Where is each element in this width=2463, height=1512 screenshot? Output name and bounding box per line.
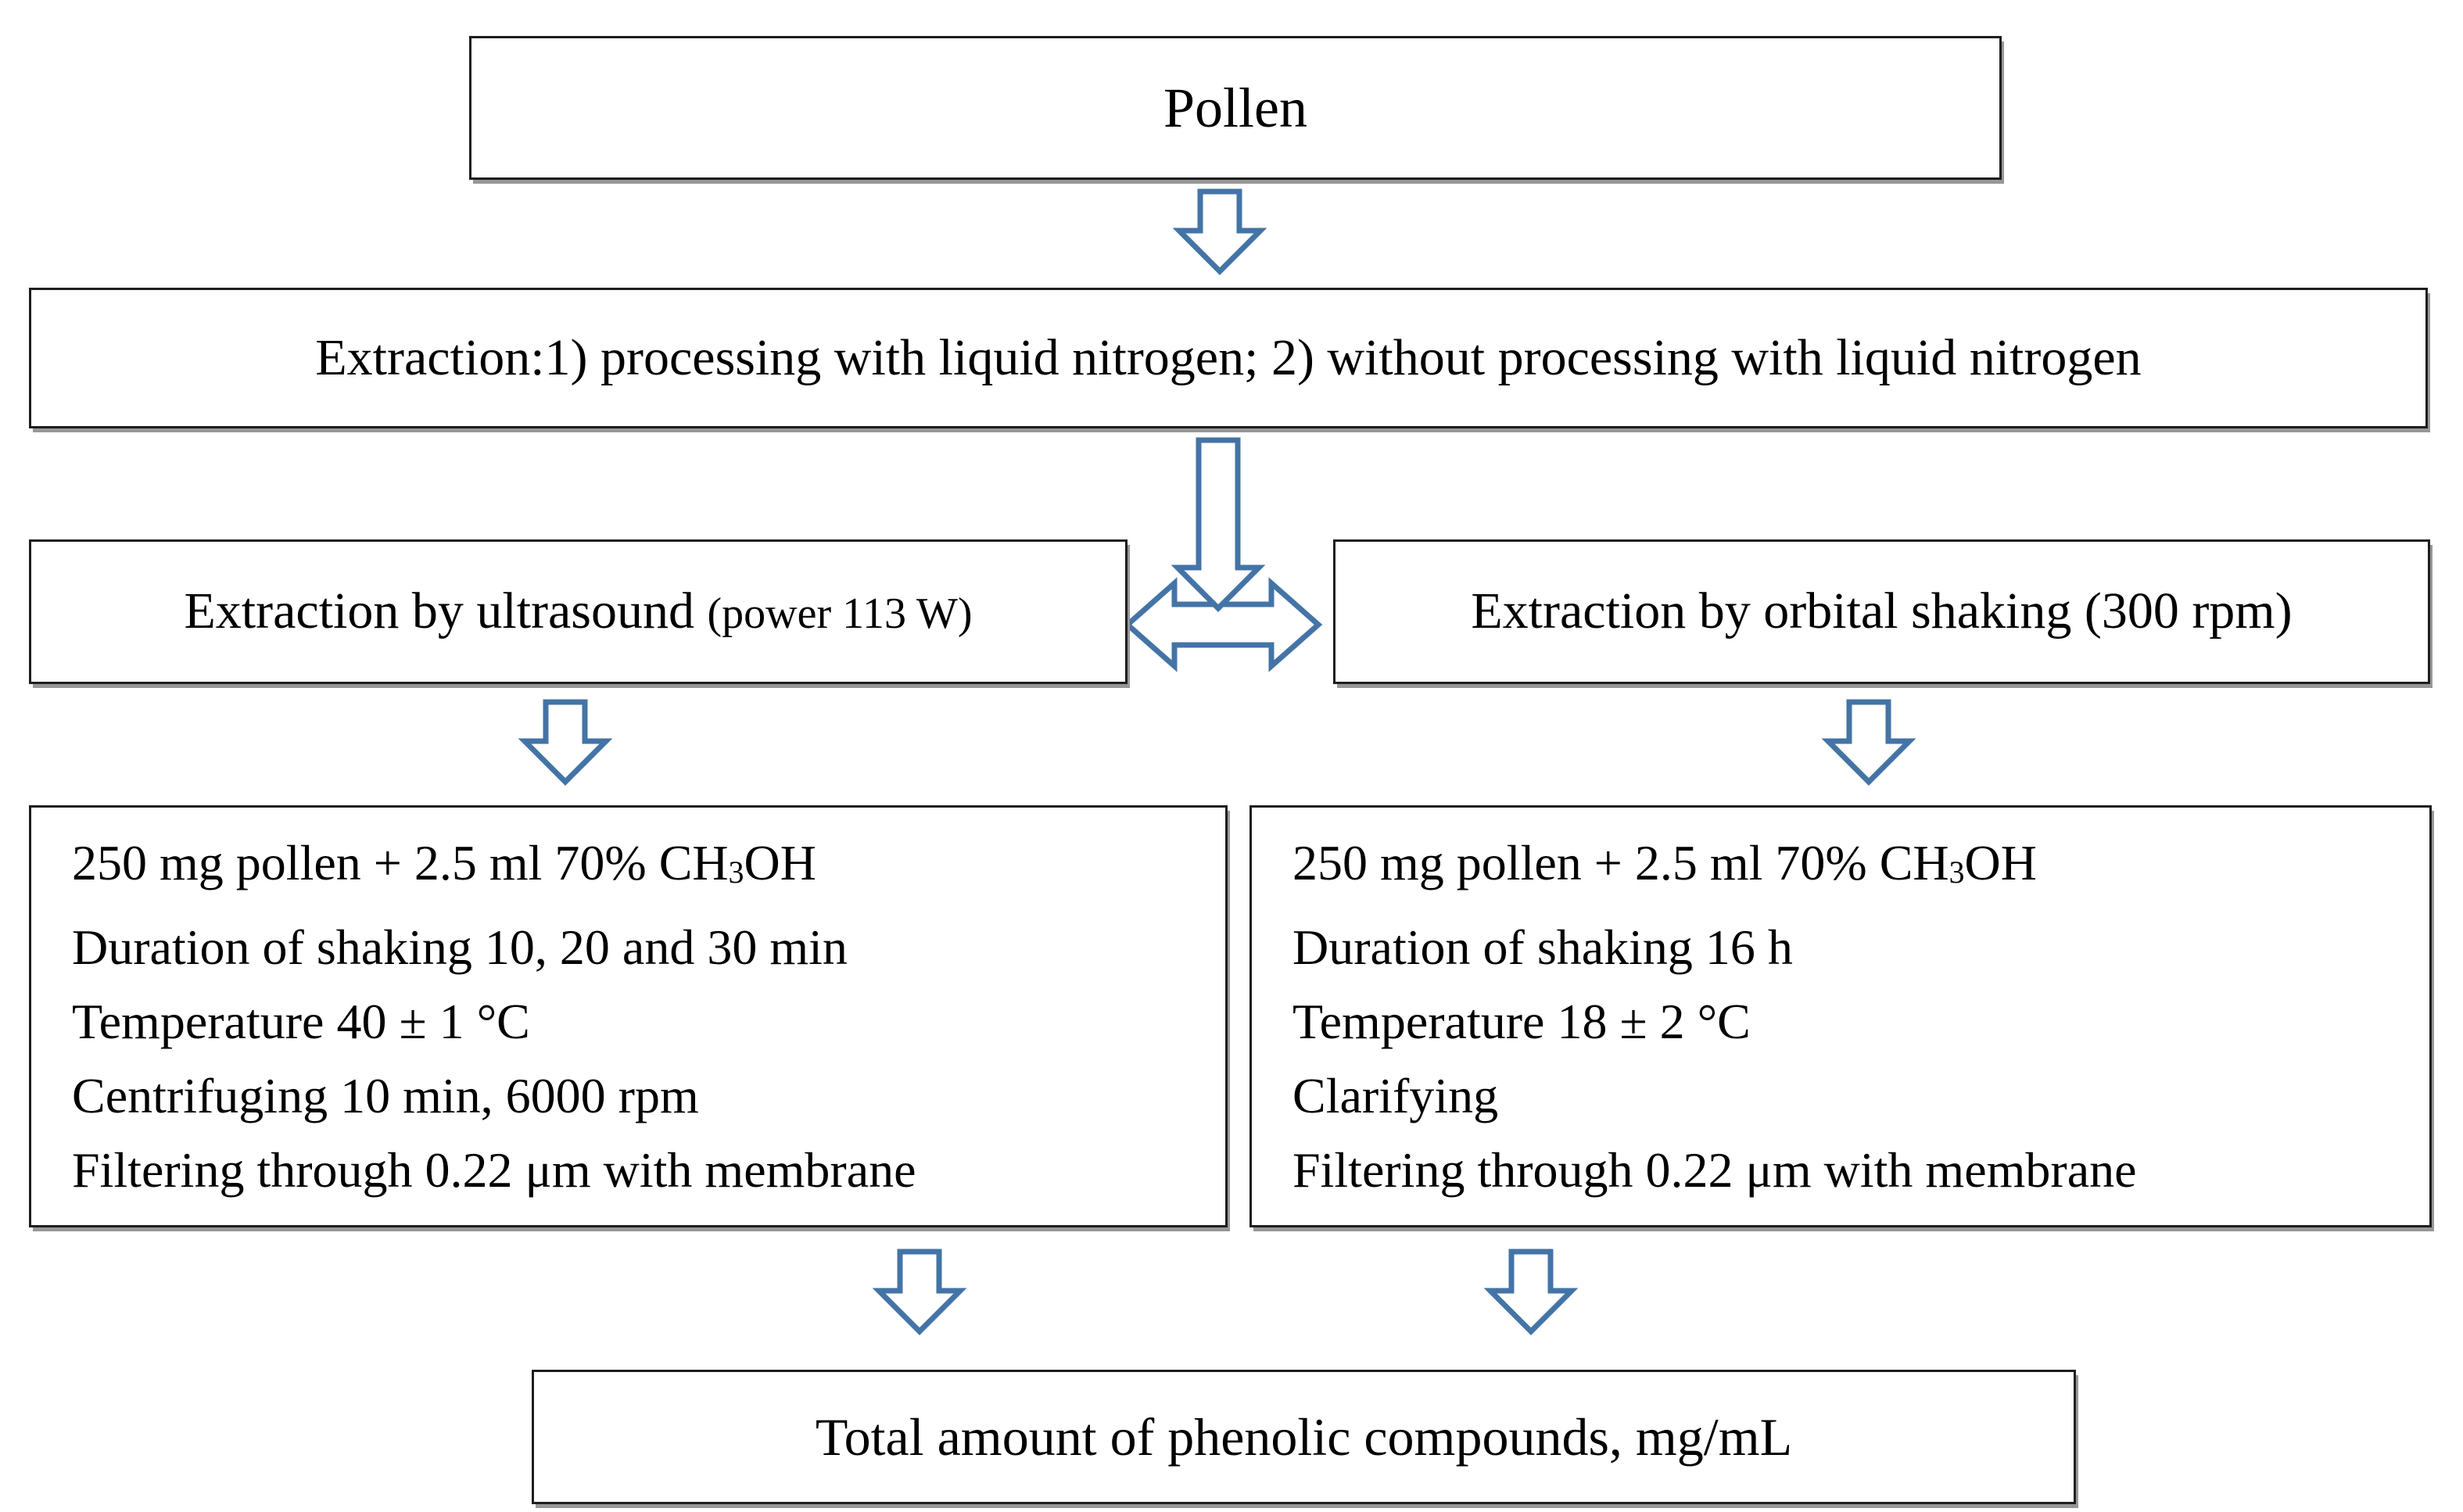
box-total-label: Total amount of phenolic compounds, mg/m… [815, 1406, 1793, 1467]
down-arrow-icon [518, 699, 613, 786]
down-arrow-icon [1172, 188, 1267, 275]
down-arrow-icon [1483, 1249, 1579, 1335]
long-down-arrow-icon [1171, 437, 1266, 612]
condition-line: Filtering through 0.22 μm with membrane [72, 1141, 916, 1198]
condition-line: Centrifuging 10 min, 6000 rpm [72, 1067, 699, 1123]
box-pollen-label: Pollen [1163, 77, 1307, 139]
box-extraction: Extraction:1) processing with liquid nit… [29, 288, 2428, 428]
down-arrow-icon [1821, 699, 1916, 786]
box-ultrasound: Extraction by ultrasound (power 113 W) [29, 539, 1128, 684]
condition-line: 250 mg pollen + 2.5 ml 70% CH3OH [72, 835, 816, 891]
condition-line: Filtering through 0.22 μm with membrane [1292, 1141, 2137, 1198]
box-extraction-label: Extraction:1) processing with liquid nit… [315, 328, 2142, 386]
box-ultrasound-label: Extraction by ultrasound (power 113 W) [160, 579, 995, 644]
box-pollen: Pollen [469, 36, 2002, 180]
condition-line: Clarifying [1292, 1067, 1499, 1123]
condition-line: Temperature 40 ± 1 °C [72, 993, 530, 1049]
box-total: Total amount of phenolic compounds, mg/m… [532, 1370, 2076, 1504]
box-ultrasound-note: (power 113 W) [707, 589, 973, 639]
condition-line: Duration of shaking 10, 20 and 30 min [72, 919, 848, 975]
down-arrow-icon [872, 1249, 967, 1335]
box-orbital-label: Extraction by orbital shaking (300 rpm) [1471, 582, 2293, 640]
box-conditions-ultrasound: 250 mg pollen + 2.5 ml 70% CH3OH Duration… [29, 805, 1228, 1227]
box-conditions-orbital: 250 mg pollen + 2.5 ml 70% CH3OH Duration… [1249, 805, 2432, 1227]
condition-line: 250 mg pollen + 2.5 ml 70% CH3OH [1292, 835, 2037, 891]
box-ultrasound-main: Extraction by ultrasound [184, 582, 694, 640]
left-right-arrow-icon [1123, 577, 1323, 672]
condition-line: Duration of shaking 16 h [1292, 919, 1793, 975]
box-orbital: Extraction by orbital shaking (300 rpm) [1333, 539, 2430, 684]
condition-line: Temperature 18 ± 2 °C [1292, 993, 1751, 1049]
